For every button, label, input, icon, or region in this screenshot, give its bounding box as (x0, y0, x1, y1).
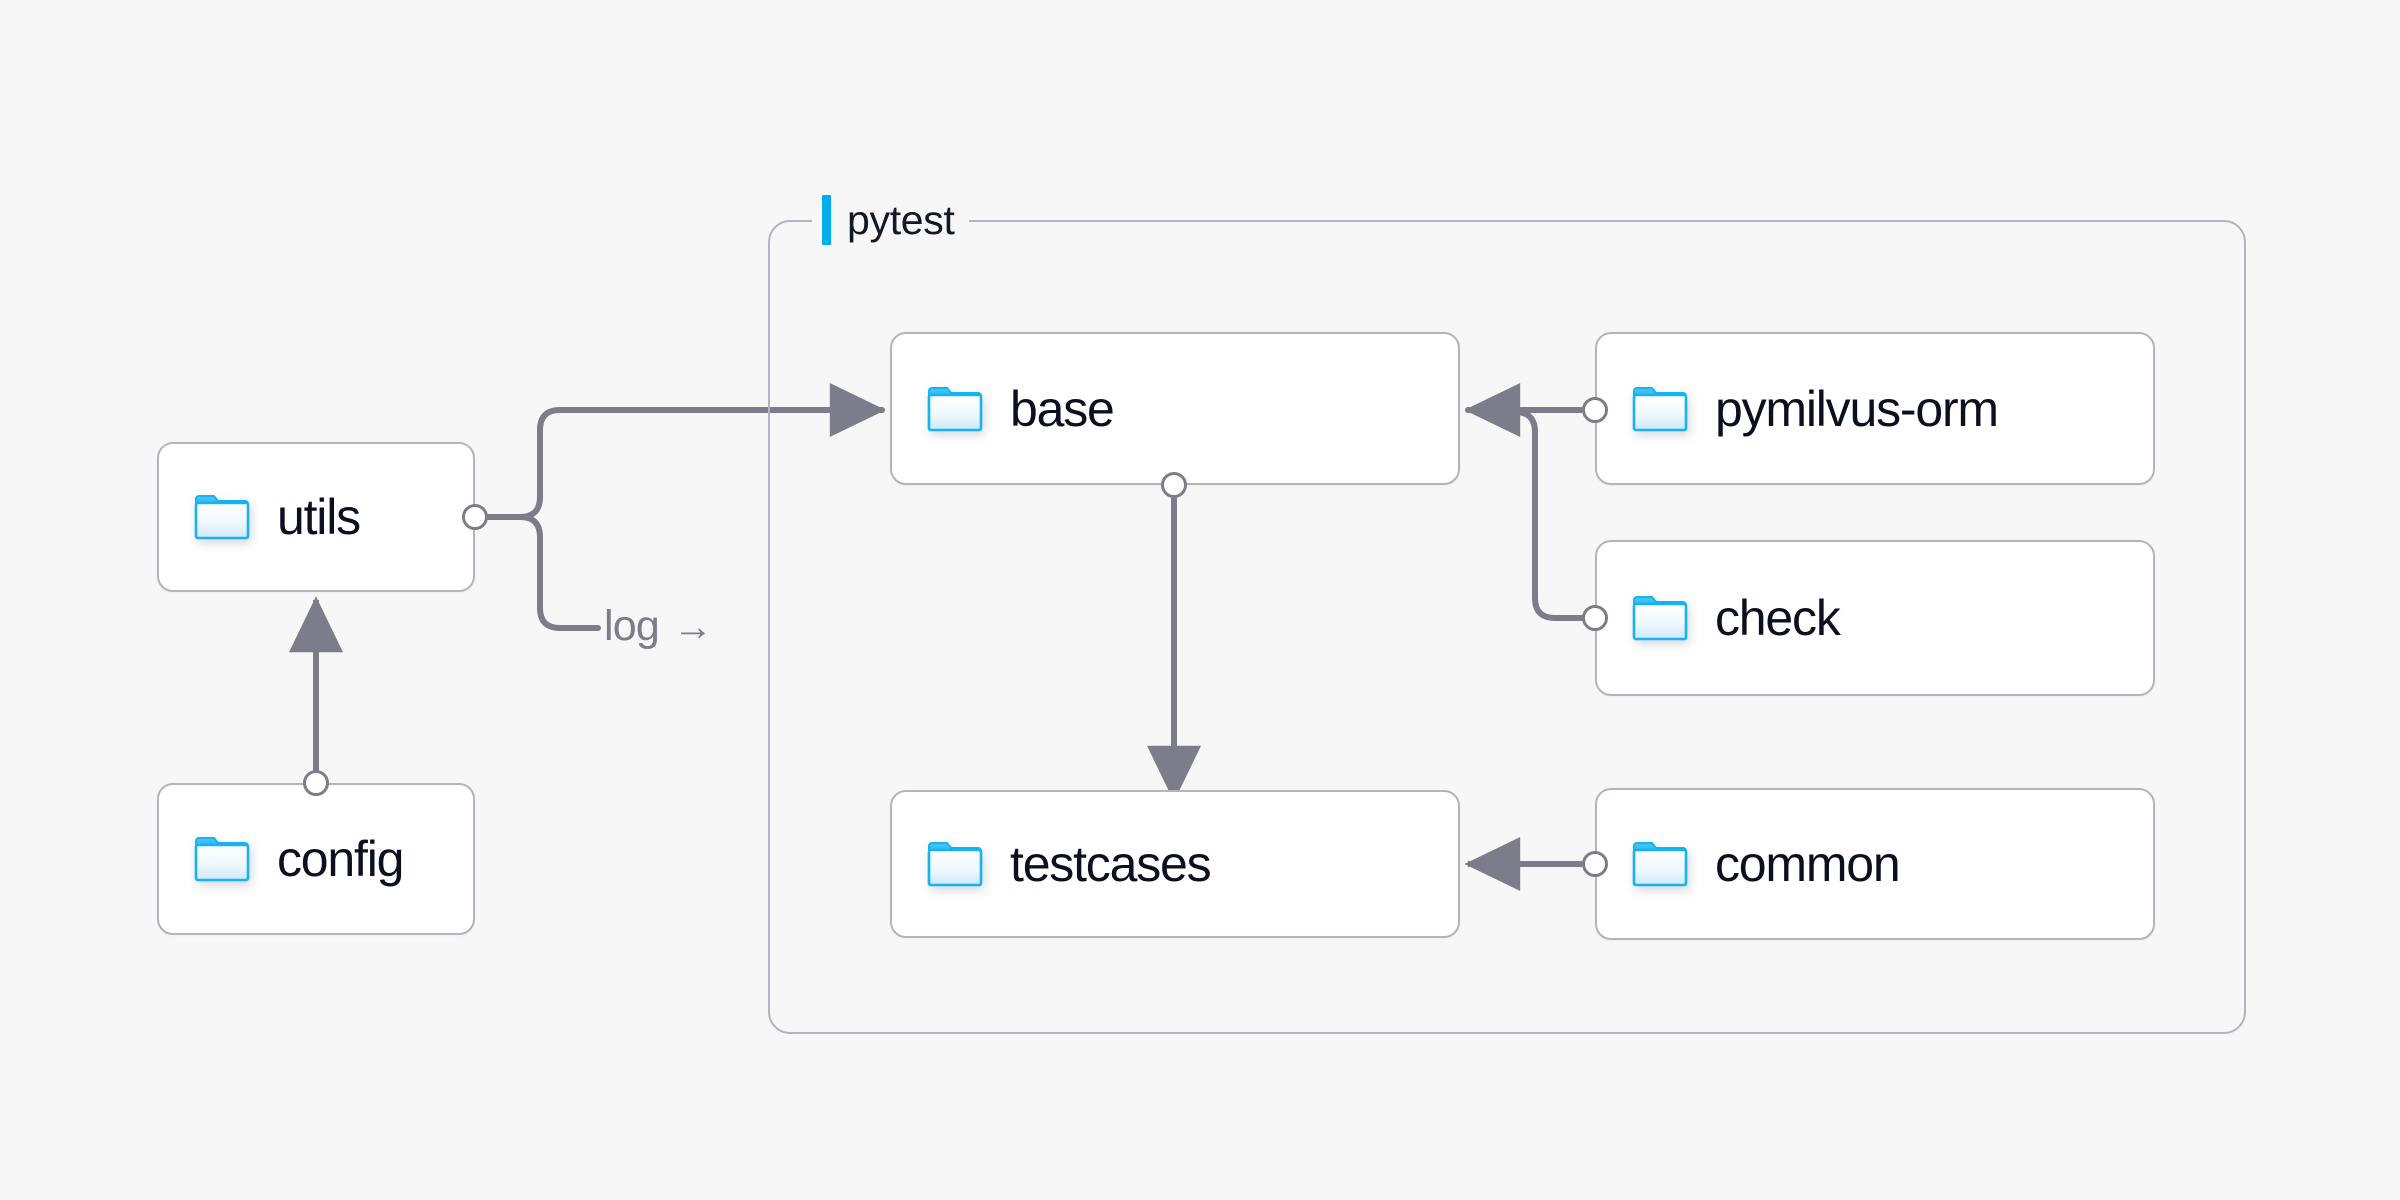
node-check-content: check (1597, 590, 1841, 646)
folder-icon (1632, 386, 1688, 431)
folder-icon (194, 837, 250, 882)
handle-common-left[interactable] (1582, 851, 1608, 877)
node-utils-label: utils (277, 489, 361, 545)
node-pymilvus-orm-content: pymilvus-orm (1597, 380, 1999, 437)
edge-utils-log (485, 514, 601, 631)
folder-icon (1632, 596, 1688, 641)
node-config-content: config (159, 831, 404, 887)
node-utils-content: utils (159, 489, 361, 545)
handle-check-left[interactable] (1582, 605, 1608, 631)
handle-utils-right[interactable] (462, 504, 488, 530)
node-pymilvus-orm-label: pymilvus-orm (1715, 380, 1999, 437)
node-common[interactable]: common (1595, 788, 2155, 940)
folder-icon (1632, 842, 1688, 887)
node-config[interactable]: config (157, 783, 475, 935)
node-config-label: config (277, 831, 404, 887)
folder-icon (194, 495, 250, 540)
edge-label-log[interactable]: log → (604, 602, 713, 650)
node-testcases[interactable]: testcases (890, 790, 1460, 938)
group-pytest-container[interactable] (768, 220, 2246, 1034)
node-testcases-content: testcases (892, 836, 1212, 892)
folder-icon (927, 842, 983, 887)
node-check-label: check (1715, 590, 1841, 646)
node-utils[interactable]: utils (157, 442, 475, 592)
group-pytest-label: pytest (812, 192, 969, 248)
handle-pymilvus-orm-left[interactable] (1582, 397, 1608, 423)
node-testcases-label: testcases (1010, 836, 1212, 892)
node-base-label: base (1010, 380, 1115, 437)
edge-label-log-text: log (604, 602, 660, 650)
node-pymilvus-orm[interactable]: pymilvus-orm (1595, 332, 2155, 485)
group-accent-bar (822, 195, 831, 245)
node-common-content: common (1597, 836, 1901, 892)
node-base-content: base (892, 380, 1115, 437)
node-common-label: common (1715, 836, 1901, 892)
handle-config-top[interactable] (303, 770, 329, 796)
node-base[interactable]: base (890, 332, 1460, 485)
arrow-right-icon: → (672, 604, 713, 649)
folder-icon (927, 386, 983, 431)
node-check[interactable]: check (1595, 540, 2155, 696)
handle-base-bottom[interactable] (1161, 472, 1187, 498)
group-label-text: pytest (847, 196, 955, 243)
